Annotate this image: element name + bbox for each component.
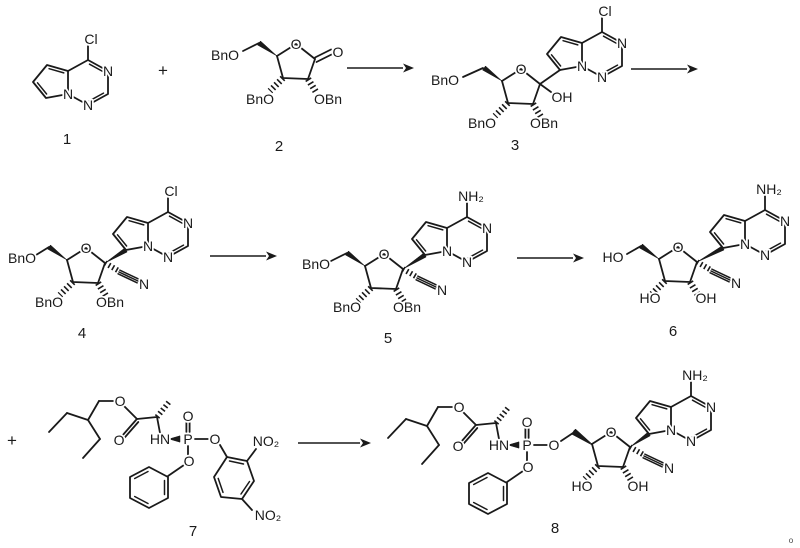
c4-obn-2-label: OBn [96, 294, 124, 310]
compound-5: NH₂ BnO BnO OBn 5 [300, 186, 494, 347]
c4-substituent-label: Cl [164, 183, 177, 199]
compound-7: NO₂ NO₂ 7 [49, 393, 283, 540]
compound-3: Cl OH BnO BnO OBn 3 [429, 1, 629, 154]
c2-bno-3-label: BnO [246, 91, 274, 107]
c1-number: 1 [63, 131, 71, 148]
c8-number: 8 [551, 520, 559, 537]
c1-substituent-label: Cl [84, 31, 97, 47]
c6-ho-3-label: HO [640, 290, 661, 306]
compound-8: NH₂ HO OH 8 [388, 365, 718, 537]
c2-bno-5-label: BnO [211, 47, 239, 63]
c6-number: 6 [669, 323, 677, 340]
c8-substituent-label: NH₂ [682, 367, 708, 383]
c6-oh-2-label: OH [696, 290, 717, 306]
c5-bno-3-label: BnO [333, 299, 361, 315]
c5-number: 5 [384, 330, 392, 347]
reaction-arrow-3 [210, 251, 277, 261]
c4-bno-5-label: BnO [8, 250, 36, 266]
plus-sign-1: + [158, 61, 168, 80]
c8-oh-2-label: OH [628, 478, 649, 494]
reaction-arrow-1 [347, 63, 414, 73]
compound-4: Cl BnO BnO OBn 4 [6, 181, 195, 342]
c6-ho-5-label: HO [603, 249, 624, 265]
c7-no2-ortho-label: NO₂ [253, 433, 279, 449]
c3-obn-2-label: OBn [530, 115, 558, 131]
c7-number: 7 [189, 523, 197, 540]
c5-bno-5-label: BnO [302, 256, 330, 272]
c3-bno-5-label: BnO [431, 72, 459, 88]
c2-obn-2-label: OBn [314, 91, 342, 107]
compound-6: NH₂ HO HO OH 6 [601, 179, 792, 340]
plus-sign-2: + [7, 431, 17, 450]
c3-number: 3 [511, 137, 519, 154]
compound-1: Cl 1 [31, 29, 115, 148]
c3-anomeric-oh-label: OH [552, 89, 573, 105]
c5-substituent-label: NH₂ [458, 188, 484, 204]
c2-lactone-o-label: O [333, 44, 344, 60]
c4-bno-3-label: BnO [35, 294, 63, 310]
compound-2: O BnO BnO OBn 2 [209, 36, 345, 155]
c3-bno-3-label: BnO [468, 115, 496, 131]
c2-number: 2 [275, 138, 283, 155]
c6-substituent-label: NH₂ [756, 181, 782, 197]
reaction-arrow-5 [298, 438, 371, 448]
c3-substituent-label: Cl [598, 3, 611, 19]
c7-no2-para-label: NO₂ [255, 507, 281, 523]
c5-obn-2-label: OBn [393, 299, 421, 315]
reaction-arrow-4 [517, 253, 584, 263]
reaction-arrow-2 [631, 64, 698, 74]
footnote-mark: o [789, 536, 794, 545]
c4-number: 4 [78, 325, 86, 342]
c8-ho-3-label: HO [572, 478, 593, 494]
